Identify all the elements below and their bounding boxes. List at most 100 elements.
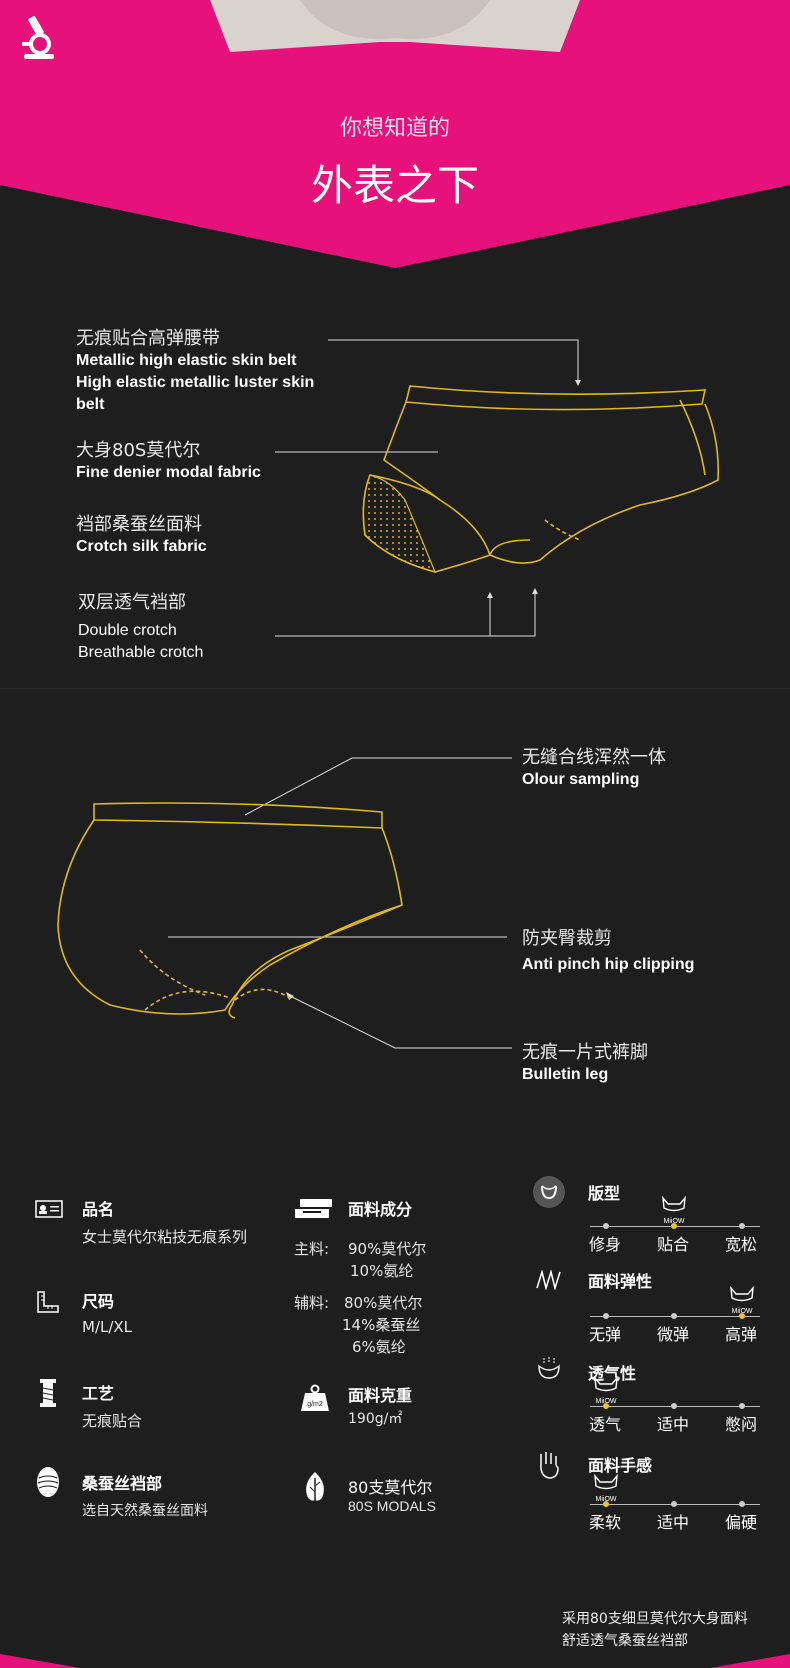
label-anti-pinch: 防夹臀裁剪 Anti pinch hip clipping [522,928,694,976]
footer-pink-edge [0,1654,790,1668]
spec-size-value: M/L/XL [82,1318,133,1336]
scale-hand-feel-option: 偏硬 [725,1513,758,1532]
label-body-fabric: 大身80S莫代尔 Fine denier modal fabric [76,440,261,484]
label-seamless-en: Olour sampling [522,771,640,788]
leaf-icon [302,1470,328,1512]
label-crotch-silk: 裆部桑蚕丝面料 Crotch silk fabric [76,514,207,558]
spec-aux-label: 辅料: [294,1294,330,1312]
svg-text:g/m2: g/m2 [307,1401,323,1408]
spec-silk-crotch-value: 选自天然桑蚕丝面料 [82,1503,208,1519]
cat-logo-icon [662,1195,686,1212]
fit-icon [533,1176,565,1212]
scale-breathable-dot [671,1403,677,1409]
label-waistband-cn: 无痕贴合高弹腰带 [76,328,220,349]
fabric-roll-icon [294,1198,334,1224]
label-seamless: 无缝合线浑然一体 Olour sampling [522,747,666,791]
label-seamless-cn: 无缝合线浑然一体 [522,747,666,768]
scale-elastic-title: 面料弹性 [588,1272,653,1291]
label-body-fabric-en: Fine denier modal fabric [76,464,261,481]
scale-fit-option: 修身 [589,1235,622,1254]
scale-breathable-option: 透气 [589,1415,622,1434]
label-crotch-silk-cn: 裆部桑蚕丝面料 [76,514,202,535]
scale-breathable-title: 透气性 [588,1364,637,1383]
spec-craft-title: 工艺 [82,1384,115,1403]
spec-product-name-title: 品名 [82,1200,115,1219]
spec-weight-title: 面料克重 [348,1386,413,1405]
scale-elastic-option: 高弹 [725,1325,758,1344]
scale-elastic-dot [739,1313,745,1319]
label-body-fabric-cn: 大身80S莫代尔 [76,440,201,461]
scale-hand-feel-marker: MiiOW [590,1473,622,1504]
header-background [0,0,790,268]
scale-breathable-marker: MiiOW [590,1375,622,1406]
silk-cocoon-icon [36,1466,60,1502]
weight-icon: g/m2 [300,1384,330,1416]
scale-hand-feel-option: 柔软 [589,1513,622,1532]
spec-product-name-value: 女士莫代尔粘技无痕系列 [82,1228,248,1246]
spec-aux-line-1: 80%莫代尔 [344,1294,423,1312]
label-waistband-en-3: belt [76,396,105,413]
scale-fit-dot [671,1223,677,1229]
scale-fit-dot [739,1223,745,1229]
diagram-underwear-front [275,339,720,637]
spec-silk-crotch: 桑蚕丝裆部 选自天然桑蚕丝面料 [82,1470,208,1520]
scale-marker-text: MiiOW [595,1398,617,1405]
scale-fit-title: 版型 [588,1184,621,1203]
spec-craft: 工艺 无痕贴合 [82,1380,142,1431]
scale-breathable-dot [603,1403,609,1409]
label-one-piece-leg-cn: 无痕一片式裤脚 [522,1042,648,1063]
section-divider [0,688,790,689]
spec-main-line-2: 10%氨纶 [350,1262,414,1280]
spec-main-line-1: 90%莫代尔 [348,1240,427,1258]
footer-line-2: 舒适透气桑蚕丝裆部 [562,1633,688,1649]
diagram-underwear-back [57,757,512,1049]
cat-logo-icon [594,1375,618,1392]
scale-elastic-option: 无弹 [589,1325,622,1344]
hand-feel-icon [536,1450,562,1484]
scale-elastic-option: 微弹 [657,1325,690,1344]
spec-modal-title: 80支莫代尔 [348,1478,433,1497]
scale-elastic-marker: MiiOW [726,1285,758,1316]
spec-main-label: 主料: [294,1240,330,1258]
scale-marker-text: MiiOW [595,1496,617,1503]
scale-breathable-dot [739,1403,745,1409]
spec-craft-value: 无痕贴合 [82,1412,143,1430]
breathable-icon [536,1356,562,1384]
footer-note: 采用80支细旦莫代尔大身面料 舒适透气桑蚕丝裆部 [562,1608,748,1652]
elastic-icon [536,1269,564,1294]
spec-size-title: 尺码 [82,1292,115,1311]
spool-icon [38,1378,58,1412]
footer-line-1: 采用80支细旦莫代尔大身面料 [562,1611,748,1627]
spec-silk-crotch-title: 桑蚕丝裆部 [82,1474,163,1493]
scale-hand-feel-dot [603,1501,609,1507]
label-waistband-en-1: Metallic high elastic skin belt [76,352,297,369]
label-double-crotch-cn: 双层透气裆部 [78,592,186,613]
scale-fit-option: 贴合 [657,1235,690,1254]
scale-fit-option: 宽松 [725,1235,758,1254]
label-double-crotch-en-2: Breathable crotch [78,644,204,661]
spec-aux-line-3: 6%氨纶 [352,1338,406,1356]
label-crotch-silk-en: Crotch silk fabric [76,538,207,555]
spec-modal-value: 80S MODALS [348,1498,436,1514]
label-double-crotch-en-1: Double crotch [78,622,177,639]
header-title: 外表之下 [310,161,479,210]
scale-breathable-option: 憋闷 [725,1415,758,1434]
spec-weight-value: 190g/㎡ [348,1411,403,1427]
label-waistband-en-2: High elastic metallic luster skin [76,374,315,391]
label-double-crotch: 双层透气裆部 Double crotch Breathable crotch [78,592,203,664]
label-anti-pinch-cn: 防夹臀裁剪 [522,928,612,949]
spec-product-name: 品名 女士莫代尔粘技无痕系列 [82,1196,247,1247]
cat-logo-icon [730,1285,754,1302]
scale-fit-marker: MiiOW [658,1195,690,1226]
ruler-icon [36,1290,60,1318]
scale-hand-feel-dot [671,1501,677,1507]
label-waistband: 无痕贴合高弹腰带 Metallic high elastic skin belt… [76,328,314,416]
label-anti-pinch-en: Anti pinch hip clipping [522,956,695,973]
scale-marker-text: MiiOW [731,1308,753,1315]
label-one-piece-leg: 无痕一片式裤脚 Bulletin leg [522,1042,648,1086]
spec-aux-line-2: 14%桑蚕丝 [342,1316,421,1334]
label-one-piece-leg-en: Bulletin leg [522,1066,609,1083]
scale-hand-feel-title: 面料手感 [588,1456,653,1475]
scale-fit-dot [603,1223,609,1229]
spec-size: 尺码 M/L/XL [82,1288,132,1336]
